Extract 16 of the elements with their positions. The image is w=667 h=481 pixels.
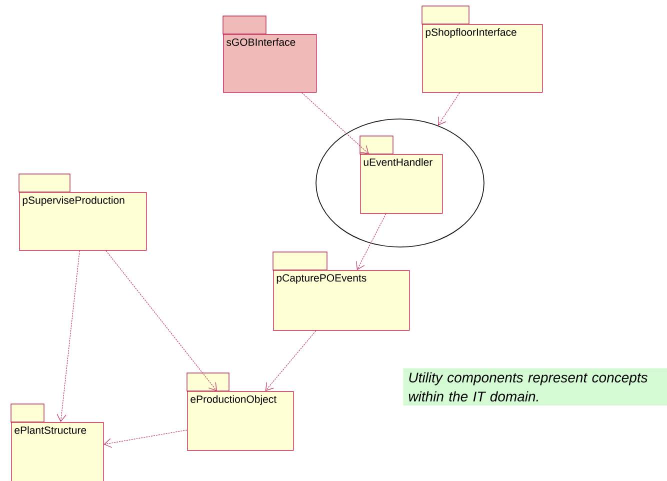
package-box: uEventHandler [360, 136, 443, 214]
dependency-arrow [438, 92, 460, 126]
dependency-arrow [302, 92, 369, 154]
package-box: pSuperviseProduction [18, 174, 147, 251]
package-box: pShopfloorInterface [422, 6, 543, 93]
package-box: eProductionObject [186, 372, 294, 451]
dependency-arrow [56, 250, 80, 422]
package-box: pCapturePOEvents [272, 252, 410, 331]
package-box: sGOBInterface [222, 16, 317, 93]
dependency-arrow [104, 430, 188, 448]
dependency-arrow [356, 213, 386, 270]
ellipse [316, 118, 484, 248]
package-box: ePlantStructure [10, 404, 104, 481]
dependency-arrow [265, 330, 316, 391]
dependency-arrow [106, 250, 217, 391]
note: Utility components represent concepts within the IT domain. [403, 368, 667, 406]
